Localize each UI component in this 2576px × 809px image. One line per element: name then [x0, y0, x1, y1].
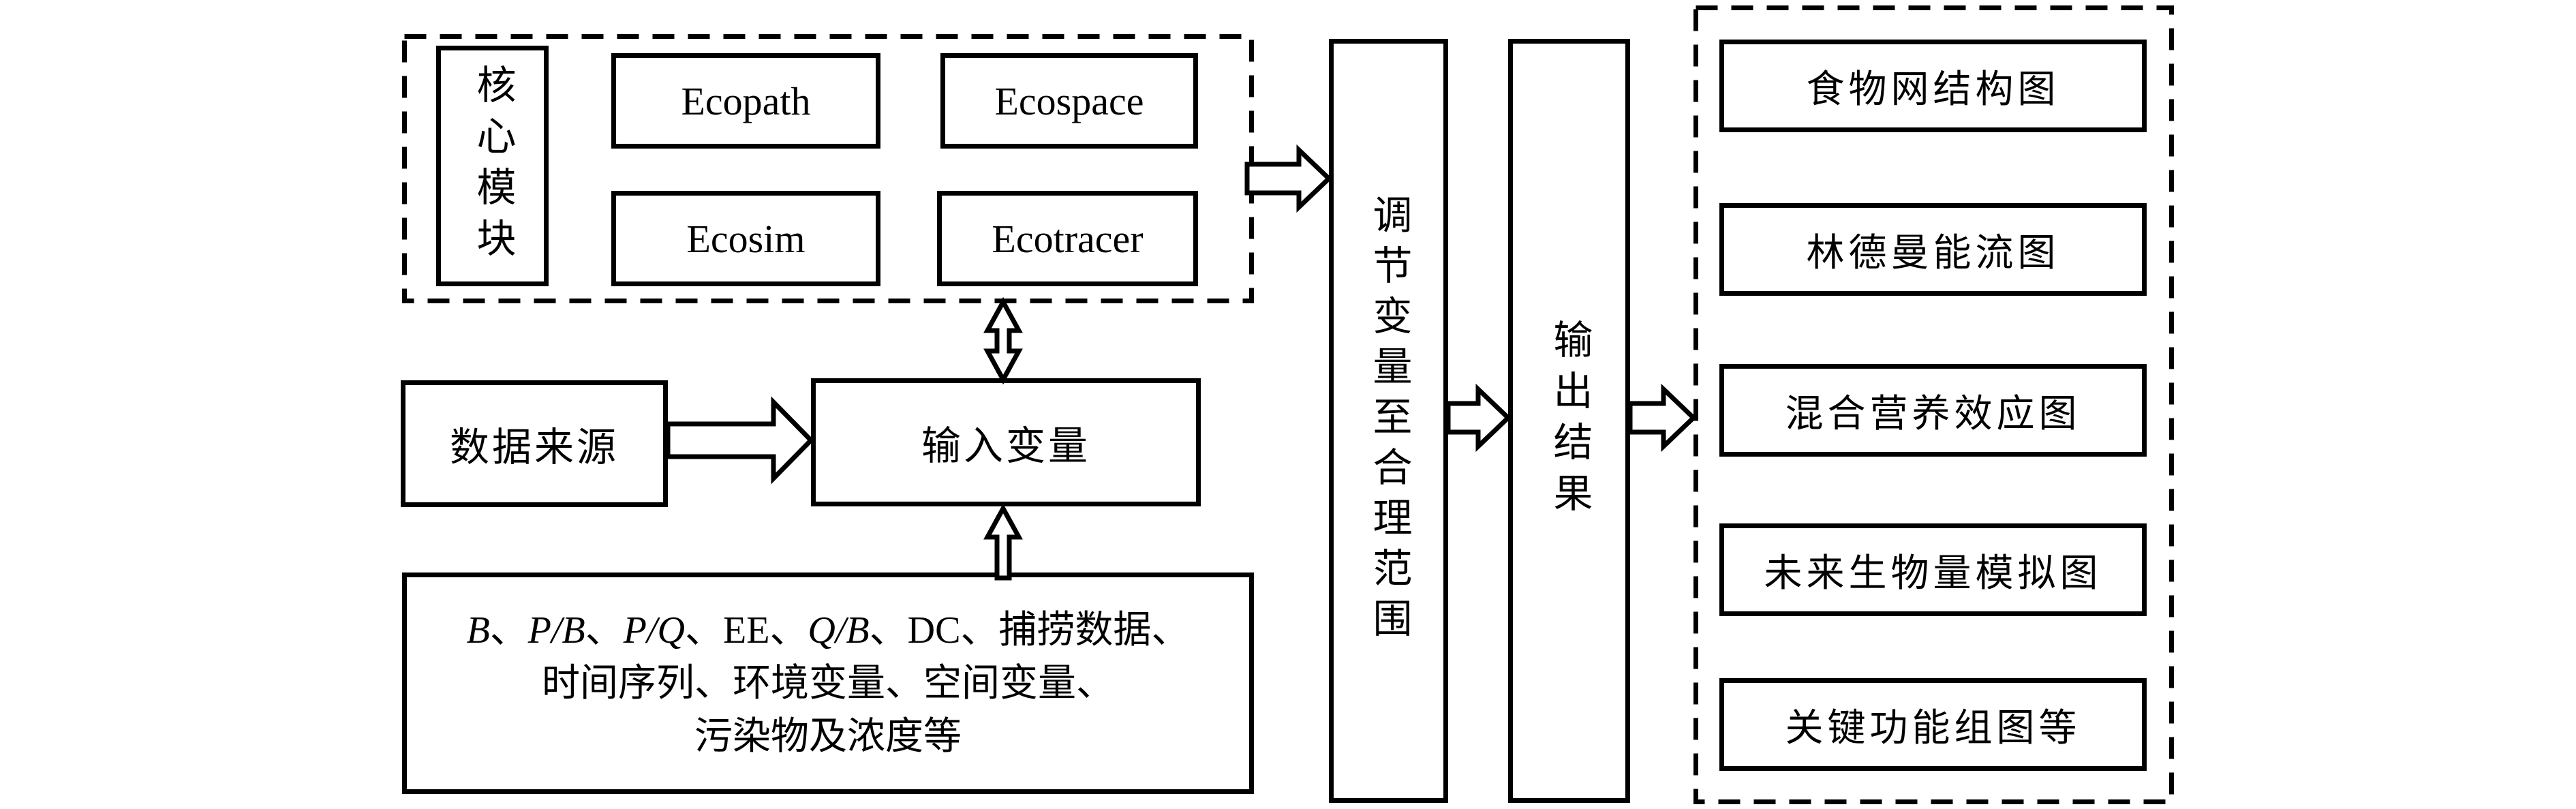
right-arrow-icon [1244, 144, 1333, 213]
module-box-ecospace: Ecospace [940, 53, 1198, 149]
module-label-ecotracer: Ecotracer [992, 216, 1144, 261]
var-ee: 、EE、 [684, 609, 808, 652]
adjust-variables-label: 调节变量至合理范围 [1366, 194, 1411, 648]
right-arrow-icon [665, 396, 814, 485]
double-headed-vertical-arrow-icon [983, 296, 1023, 385]
var-b: B [466, 609, 490, 652]
adjust-variables-box: 调节变量至合理范围 [1329, 39, 1448, 803]
input-data-box: B、P/B、P/Q、EE、Q/B、DC、捕捞数据、 时间序列、环境变量、空间变量… [402, 573, 1254, 794]
result-label: 林德曼能流图 [1806, 232, 2060, 275]
result-box-food-web: 食物网结构图 [1719, 40, 2147, 132]
arrow-output-results-to-results-group [1627, 383, 1698, 453]
var-dc-catch-data: 、DC、捕捞数据、 [869, 609, 1190, 652]
result-label: 混合营养效应图 [1785, 393, 2081, 436]
core-module-label: 核心模块 [470, 63, 515, 269]
result-box-lindeman-energy-flow: 林德曼能流图 [1719, 203, 2147, 296]
var-qb: Q/B [808, 609, 870, 652]
input-variables-label: 输入变量 [921, 424, 1090, 468]
right-arrow-icon [1445, 383, 1512, 453]
right-arrow-icon [1627, 383, 1698, 453]
var-pq: P/Q [623, 609, 685, 652]
arrow-core-modules-input-variables-bidirectional [983, 296, 1023, 385]
result-box-future-biomass-simulation: 未来生物量模拟图 [1719, 523, 2147, 616]
input-data-line3: 污染物及浓度等 [694, 715, 962, 758]
up-arrow-icon [983, 503, 1023, 581]
arrow-adjust-variables-to-output-results [1445, 383, 1512, 453]
dashed-rect [402, 34, 1254, 303]
var-pb: P/B [527, 609, 585, 652]
output-results-box: 输出结果 [1508, 39, 1630, 803]
module-box-ecopath: Ecopath [611, 53, 880, 149]
data-source-label: 数据来源 [449, 425, 619, 470]
dashed-rect [1693, 5, 2174, 804]
module-box-ecosim: Ecosim [611, 191, 880, 286]
result-box-mixed-trophic-impact: 混合营养效应图 [1719, 364, 2147, 457]
result-label: 关键功能组图等 [1785, 707, 2081, 750]
module-label-ecosim: Ecosim [686, 216, 806, 261]
result-label: 未来生物量模拟图 [1764, 552, 2102, 595]
module-label-ecopath: Ecopath [681, 78, 811, 123]
module-box-ecotracer: Ecotracer [937, 191, 1198, 286]
separator: 、 [489, 609, 528, 652]
output-results-label: 输出结果 [1547, 318, 1592, 523]
arrow-data-source-to-input-variables [665, 396, 814, 485]
arrow-input-data-to-input-variables [983, 503, 1023, 581]
separator: 、 [585, 609, 624, 652]
module-label-ecospace: Ecospace [994, 78, 1144, 123]
core-modules-dashed-border [402, 34, 1254, 303]
results-dashed-border [1693, 5, 2174, 804]
arrow-core-modules-to-adjust-variables [1244, 144, 1333, 213]
data-source-box: 数据来源 [401, 380, 668, 507]
result-box-key-functional-groups: 关键功能组图等 [1719, 678, 2147, 771]
input-variables-box: 输入变量 [811, 378, 1201, 506]
core-module-label-box: 核心模块 [436, 46, 549, 286]
input-data-line2: 时间序列、环境变量、空间变量、 [542, 662, 1114, 705]
input-data-line1: B、P/B、P/Q、EE、Q/B、DC、捕捞数据、 [467, 604, 1190, 657]
result-label: 食物网结构图 [1806, 68, 2060, 111]
